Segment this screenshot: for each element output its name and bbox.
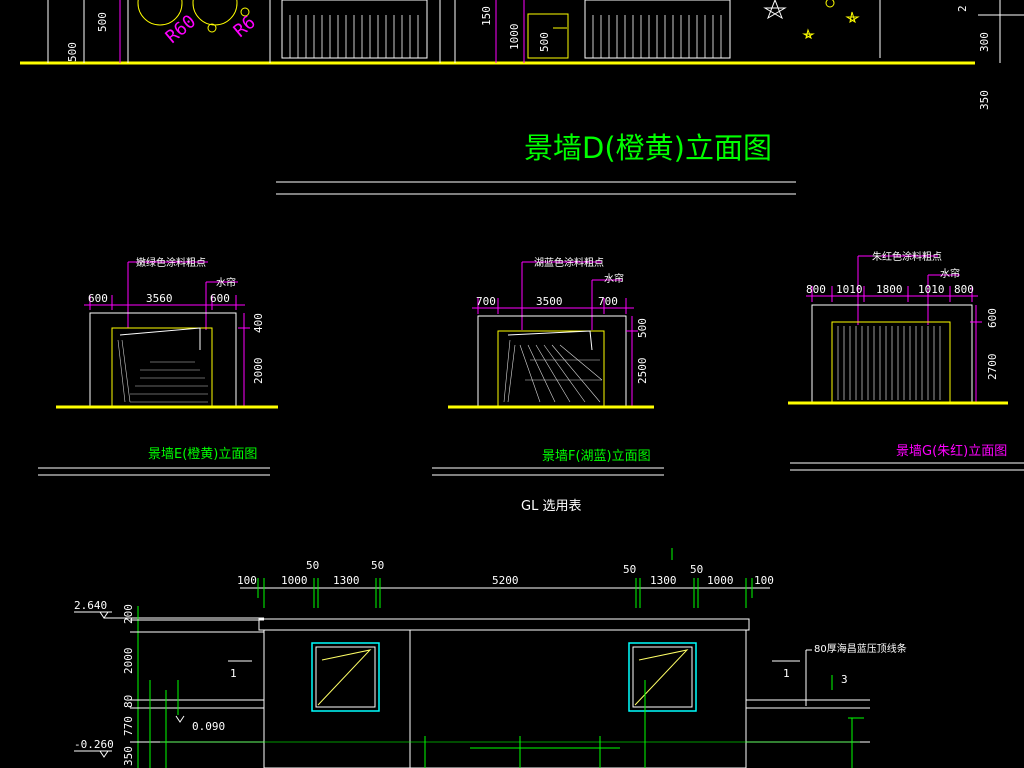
elevation-f: 湖蓝色涂料粗点 水帘 700 3500 700 500 2500 景墙F(湖蓝)… [432,256,664,476]
dim-g-v2: 2700 [986,354,999,381]
callout-paint-g: 朱红色涂料粗点 [872,250,942,263]
dim-f-v2: 2500 [636,358,649,385]
radius-label-1: R60 [162,11,200,48]
gate-cap [258,618,750,631]
radius-label-2: R6 [230,12,260,42]
dim-e-2: 3560 [146,292,173,305]
window-right [628,642,697,712]
elevation-g: 朱红色涂料粗点 水帘 800 1010 1800 1010 800 [788,250,1024,471]
dim-gate-a1: 50 [306,559,319,572]
dim-e-v2: 2000 [252,358,265,385]
side-mark-3: 3 [841,673,848,686]
gl-table-title: GL 选用表 [521,499,581,514]
dim-right-3: 350 [978,90,991,110]
dim-gate-a4: 50 [690,563,703,576]
dim-f-2: 3500 [536,295,563,308]
dim-e-v1: 400 [252,313,265,333]
dim-gate-b2: 1000 [281,574,308,587]
dim-gate-b1: 100 [237,574,257,587]
dim-mid-3: 500 [538,32,551,52]
elevation-d-partial: 500 500 R60 R6 150 1000 500 [20,0,1024,110]
dim-e-1: 600 [88,292,108,305]
dim-gate-v3: 80 [122,695,135,708]
callout-paint-f: 湖蓝色涂料粗点 [534,256,604,269]
dim-gate-v1: 200 [122,604,135,624]
callout-water-e: 水帘 [216,276,236,289]
star-icon [845,11,860,24]
dim-g-4: 1010 [918,283,945,296]
dim-gate-b3: 1300 [333,574,360,587]
star-icon [763,0,787,20]
dim-right-2: 300 [978,32,991,52]
dim-gate-v2: 2000 [122,648,135,675]
dim-gate-b5: 1300 [650,574,677,587]
callout-water-f: 水帘 [604,272,624,285]
level-3: -0.260 [74,738,114,751]
caption-e: 景墙E(橙黄)立面图 [148,447,257,462]
dim-left-2: 500 [96,12,109,32]
dim-gate-b4: 5200 [492,574,519,587]
gate-elevation: 50 50 50 50 100 1000 1300 5200 1300 1000… [74,548,907,768]
side-mark-1: 1 [230,667,237,680]
dim-gate-a3: 50 [623,563,636,576]
caption-f: 景墙F(湖蓝)立面图 [542,449,651,464]
dim-g-5: 800 [954,283,974,296]
dim-mid-1: 150 [480,6,493,26]
dim-g-2: 1010 [836,283,863,296]
dim-e-3: 600 [210,292,230,305]
side-mark-2: 1 [783,667,790,680]
dim-f-1: 700 [476,295,496,308]
dim-gate-b7: 100 [754,574,774,587]
dim-gate-v4: 770 [122,716,135,736]
window-left [311,642,380,712]
callout-paint-e: 嫩绿色涂料粗点 [136,256,206,269]
star-icon [802,28,815,40]
dim-f-v1: 500 [636,318,649,338]
dim-gate-b6: 1000 [707,574,734,587]
right-note: 80厚海昌蓝压顶线条 [814,642,907,655]
dim-g-3: 1800 [876,283,903,296]
dim-mid-2: 1000 [508,24,521,51]
elevation-e: 嫩绿色涂料粗点 水帘 600 3560 600 400 2000 景墙E(橙黄)… [38,256,278,476]
dim-gate-v5: 350 [122,746,135,766]
level-1: 2.640 [74,599,107,612]
level-2: 0.090 [192,720,225,733]
dim-right-1: 2 [956,5,969,12]
dim-g-1: 800 [806,283,826,296]
title-elevation-d: 景墙D(橙黄)立面图 [524,131,772,165]
dim-f-3: 700 [598,295,618,308]
dim-g-v1: 600 [986,308,999,328]
callout-water-g: 水帘 [940,267,960,280]
dim-gate-a2: 50 [371,559,384,572]
gate-body [263,629,747,768]
caption-g: 景墙G(朱红)立面图 [896,443,1007,459]
dim-left-1: 500 [66,42,79,62]
